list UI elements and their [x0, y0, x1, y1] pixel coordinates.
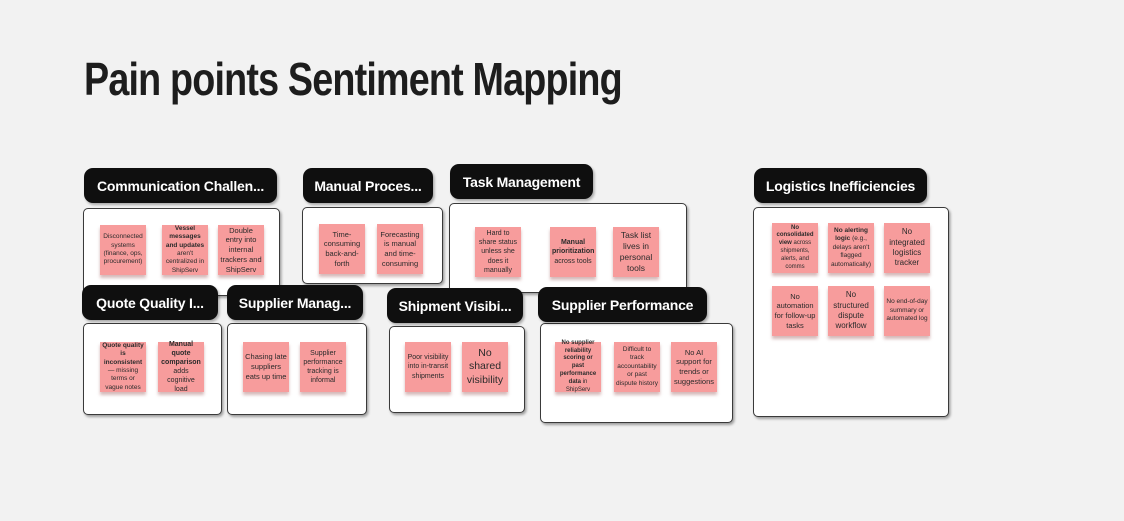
sticky-note-text: Poor visibility into in-transit shipment… [407, 353, 449, 380]
sticky-note-text-emphasis: Manual prioritization [552, 239, 595, 256]
sticky-note-text: Double entry into internal trackers and … [220, 226, 262, 275]
sticky-note-communication-challenges-2[interactable]: Vessel messages and updates aren't centr… [162, 225, 208, 275]
sticky-note-supplier-performance-1[interactable]: No supplier reliability scoring or past … [555, 340, 601, 395]
sticky-note-text-body: aren't centralized in ShipServ [165, 250, 205, 274]
sticky-note-text-body: Task list lives in personal tools [619, 229, 653, 274]
board-title[interactable]: Pain points Sentiment Mapping [84, 53, 623, 105]
sticky-note-text: No AI support for trends or suggestions [673, 348, 715, 387]
sticky-note-task-management-2[interactable]: Manual prioritization across tools [550, 227, 596, 277]
group-header-manual-processes[interactable]: Manual Proces... [303, 168, 433, 203]
sticky-note-text-body: Chasing late suppliers eats up time [245, 352, 287, 381]
sticky-note-text-body: Time-consuming back-and-forth [323, 229, 361, 268]
sticky-note-text: Chasing late suppliers eats up time [245, 352, 287, 381]
sticky-note-text: Quote quality is inconsistent — missing … [102, 342, 144, 393]
sticky-note-text: Supplier performance tracking is informa… [302, 349, 344, 385]
sticky-note-text-body: Hard to share status unless she does it … [478, 230, 518, 274]
sticky-note-logistics-inefficiencies-6[interactable]: No end-of-day summary or automated log [884, 286, 930, 336]
sticky-note-supplier-management-2[interactable]: Supplier performance tracking is informa… [300, 342, 346, 392]
sticky-note-task-management-1[interactable]: Hard to share status unless she does it … [475, 227, 521, 277]
sticky-note-supplier-management-1[interactable]: Chasing late suppliers eats up time [243, 342, 289, 392]
sticky-note-text: Vessel messages and updates aren't centr… [164, 225, 206, 276]
sticky-note-text: Manual quote comparison adds cognitive l… [160, 340, 202, 395]
sticky-note-logistics-inefficiencies-4[interactable]: No automation for follow-up tasks [772, 286, 818, 336]
group-header-communication-challenges[interactable]: Communication Challen... [84, 168, 277, 203]
sticky-note-text-body: No structured dispute workflow [833, 290, 869, 331]
sticky-note-text-emphasis: No supplier reliability scoring or past … [559, 339, 597, 385]
sticky-note-text: Forecasting is manual and time-consuming [379, 230, 421, 269]
sticky-note-text-body: Supplier performance tracking is informa… [303, 349, 343, 385]
sticky-note-logistics-inefficiencies-5[interactable]: No structured dispute workflow [828, 286, 874, 336]
sticky-note-text-emphasis: Vessel messages and updates [165, 224, 205, 249]
sticky-note-text: No end-of-day summary or automated log [886, 298, 928, 323]
group-header-task-management[interactable]: Task Management [450, 164, 593, 199]
sticky-note-text-body: Forecasting is manual and time-consuming [380, 229, 420, 268]
sticky-note-text-body: (e.g., delays aren't flagged automatical… [830, 235, 872, 268]
sticky-note-text: No consolidated view across shipments, a… [774, 225, 816, 272]
sticky-note-quote-quality-1[interactable]: Quote quality is inconsistent — missing … [100, 342, 146, 392]
sticky-note-text-body: Poor visibility into in-transit shipment… [407, 354, 449, 380]
sticky-note-text: Disconnected systems (finance, ops, proc… [102, 233, 144, 267]
sticky-note-text-body: across tools [554, 257, 592, 265]
sticky-note-text: No alerting logic (e.g., delays aren't f… [830, 227, 872, 269]
sticky-note-text: No shared visibility [464, 347, 506, 388]
sticky-note-manual-processes-2[interactable]: Forecasting is manual and time-consuming [377, 224, 423, 274]
sticky-note-text-body: across shipments, alerts, and comms [780, 240, 812, 270]
sticky-note-logistics-inefficiencies-2[interactable]: No alerting logic (e.g., delays aren't f… [828, 223, 874, 273]
sticky-note-text-body: adds cognitive load [167, 368, 195, 394]
group-header-supplier-performance[interactable]: Supplier Performance [538, 287, 707, 322]
sticky-note-manual-processes-1[interactable]: Time-consuming back-and-forth [319, 224, 365, 274]
sticky-note-text-body: No end-of-day summary or automated log [886, 298, 928, 323]
sticky-note-shipment-visibility-2[interactable]: No shared visibility [462, 342, 508, 392]
sticky-note-text-emphasis: No consolidated view [776, 224, 814, 247]
sticky-note-shipment-visibility-1[interactable]: Poor visibility into in-transit shipment… [405, 342, 451, 392]
sticky-note-text-body: — missing terms or vague notes [105, 367, 141, 391]
sticky-note-text: Manual prioritization across tools [552, 238, 594, 265]
sticky-note-text: No structured dispute workflow [830, 290, 872, 332]
sticky-note-text: No automation for follow-up tasks [774, 292, 816, 331]
sticky-note-text-body: No AI support for trends or suggestions [673, 347, 715, 386]
sticky-note-logistics-inefficiencies-1[interactable]: No consolidated view across shipments, a… [772, 223, 818, 273]
sticky-note-text-body: in ShipServ [565, 378, 591, 393]
group-header-logistics-inefficiencies[interactable]: Logistics Inefficiencies [754, 168, 927, 203]
sticky-note-supplier-performance-2[interactable]: Difficult to track accountability or pas… [614, 342, 660, 392]
sticky-note-task-management-3[interactable]: Task list lives in personal tools [613, 227, 659, 277]
sticky-note-text-emphasis: Quote quality is inconsistent [102, 341, 144, 366]
sticky-note-text: Difficult to track accountability or pas… [616, 346, 658, 388]
sticky-note-text-emphasis: Manual quote comparison [161, 340, 201, 366]
sticky-note-quote-quality-2[interactable]: Manual quote comparison adds cognitive l… [158, 340, 204, 395]
sticky-note-text: Time-consuming back-and-forth [321, 230, 363, 269]
sticky-note-text-emphasis: No alerting logic [834, 226, 868, 243]
sticky-note-text-body: No integrated logistics tracker [889, 227, 925, 268]
sticky-note-text: No supplier reliability scoring or past … [557, 340, 599, 395]
sticky-note-text-body: No automation for follow-up tasks [774, 291, 816, 330]
sticky-note-text-body: Double entry into internal trackers and … [220, 225, 262, 274]
group-header-supplier-management[interactable]: Supplier Manag... [227, 285, 363, 320]
sticky-note-text-body: Difficult to track accountability or pas… [616, 345, 658, 387]
sticky-note-communication-challenges-1[interactable]: Disconnected systems (finance, ops, proc… [100, 225, 146, 275]
group-header-quote-quality[interactable]: Quote Quality I... [82, 285, 218, 320]
sticky-note-text-body: No shared visibility [466, 346, 504, 386]
sticky-note-logistics-inefficiencies-3[interactable]: No integrated logistics tracker [884, 223, 930, 273]
sticky-note-text: No integrated logistics tracker [886, 227, 928, 269]
sticky-note-text: Hard to share status unless she does it … [477, 229, 519, 274]
group-header-shipment-visibility[interactable]: Shipment Visibi... [387, 288, 523, 323]
sticky-note-text-body: Disconnected systems (finance, ops, proc… [103, 233, 143, 266]
sticky-note-supplier-performance-3[interactable]: No AI support for trends or suggestions [671, 342, 717, 392]
sticky-note-text: Task list lives in personal tools [615, 230, 657, 274]
sticky-note-communication-challenges-3[interactable]: Double entry into internal trackers and … [218, 225, 264, 275]
